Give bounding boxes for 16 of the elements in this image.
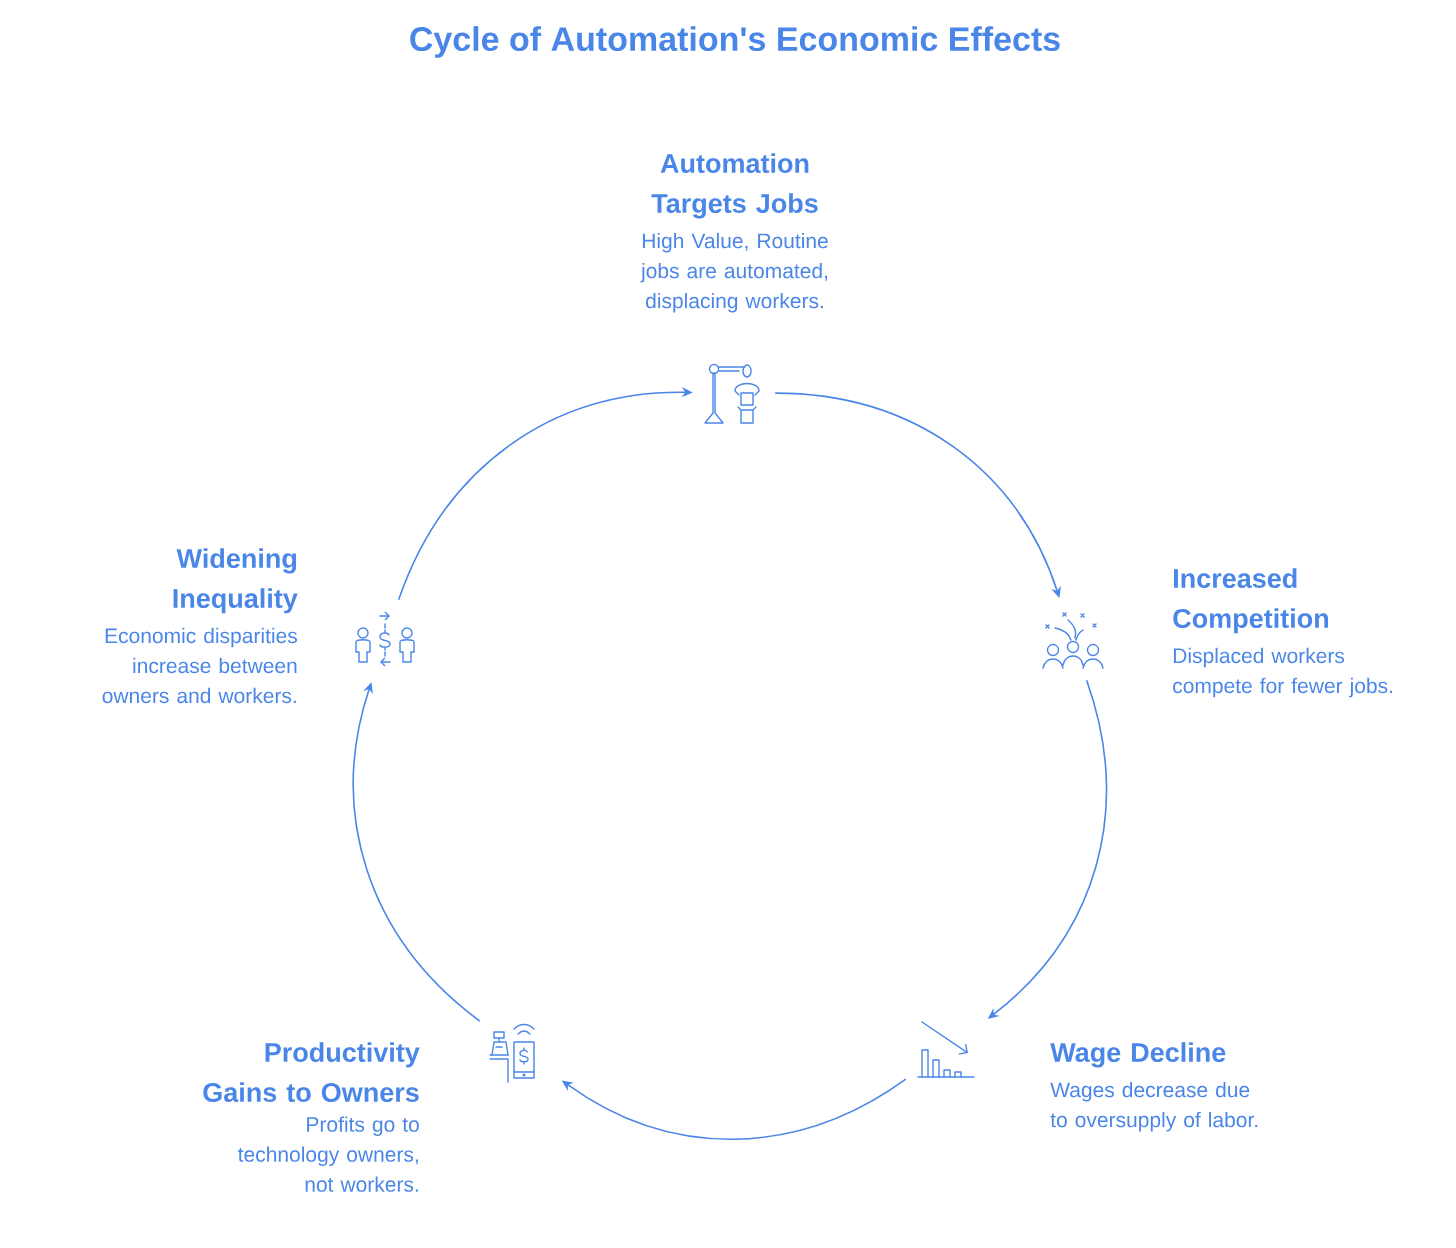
- heading: Automation Targets Jobs: [651, 153, 818, 219]
- crowd-icon: [1042, 612, 1104, 669]
- heading: Productivity Gains to Owners: [203, 1042, 420, 1103]
- robot-arm-icon: [704, 363, 760, 424]
- description: Wages decrease due to oversupply of labor.: [1050, 1081, 1258, 1132]
- heading: Widening Inequality: [173, 548, 298, 614]
- heading: Increased Competition: [1173, 568, 1329, 634]
- bar-chart-icon: [917, 1021, 975, 1078]
- description: High Value, Routine jobs are automated, displacing workers.: [640, 232, 828, 313]
- cash-register-icon: [489, 1023, 535, 1083]
- description: Economic disparities increase between owners and workers.: [102, 627, 297, 704]
- description: Profits go to technology owners, not workers.: [238, 1116, 419, 1192]
- people-exchange-icon: [355, 611, 415, 667]
- title: Cycle of Automation's Economic Effects: [410, 26, 1060, 58]
- description: Displaced workers compete for fewer jobs.: [1173, 647, 1392, 698]
- heading: Wage Decline: [1050, 1042, 1226, 1068]
